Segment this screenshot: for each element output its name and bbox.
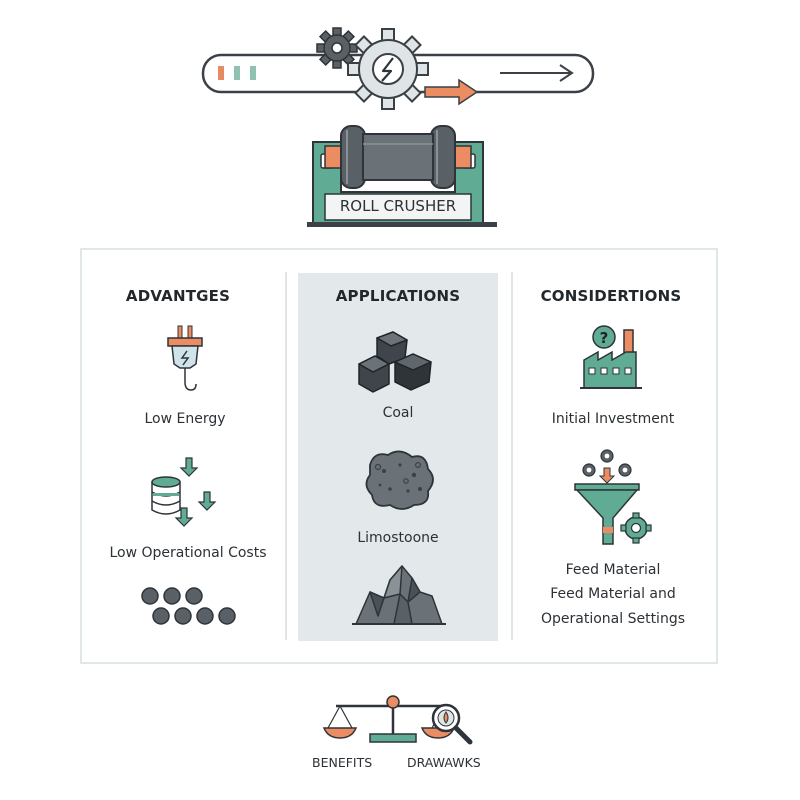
- advantage-item-low-energy: Low Energy: [144, 411, 226, 427]
- drawbacks-label: DRAWAWKS: [407, 755, 481, 770]
- consideration-item-initial-investment: Initial Investment: [551, 411, 675, 427]
- lightning-icon: [381, 57, 394, 82]
- plug-icon: [167, 325, 203, 391]
- roll-crusher-machine: [307, 125, 497, 227]
- advantages-heading: ADVANTGES: [125, 287, 231, 305]
- benefits-label: BENEFITS: [312, 755, 373, 770]
- consideration-item-feed-material: Feed Material: [565, 562, 661, 578]
- column-divider: [511, 272, 513, 640]
- crushed-rock-icon: [352, 565, 446, 625]
- database-down-arrows-icon: [151, 457, 217, 527]
- applications-heading: APPLICATIONS: [335, 287, 461, 305]
- consideration-item-feed-material-and: Feed Material and: [550, 586, 676, 602]
- considerations-heading: CONSIDERTIONS: [540, 287, 682, 305]
- coal-cubes-icon: [358, 331, 432, 393]
- consideration-item-operational-settings: Operational Settings: [540, 611, 685, 627]
- svg-text:?: ?: [600, 329, 609, 347]
- machine-label: ROLL CRUSHER: [339, 197, 457, 215]
- application-item-coal: Coal: [382, 405, 414, 421]
- pebbles-icon: [141, 587, 236, 625]
- column-divider: [285, 272, 287, 640]
- arrow-right-icon: [424, 78, 479, 106]
- funnel-gears-icon: [574, 449, 652, 545]
- magnifier-icon: [431, 703, 473, 745]
- application-item-limestone: Limostoone: [357, 530, 439, 546]
- limestone-rock-icon: [365, 450, 434, 510]
- advantage-item-low-operational-costs: Low Operational Costs: [109, 545, 267, 561]
- factory-question-icon: ?: [580, 325, 642, 389]
- gear-icon: [347, 28, 429, 110]
- gear-icon: [316, 27, 358, 69]
